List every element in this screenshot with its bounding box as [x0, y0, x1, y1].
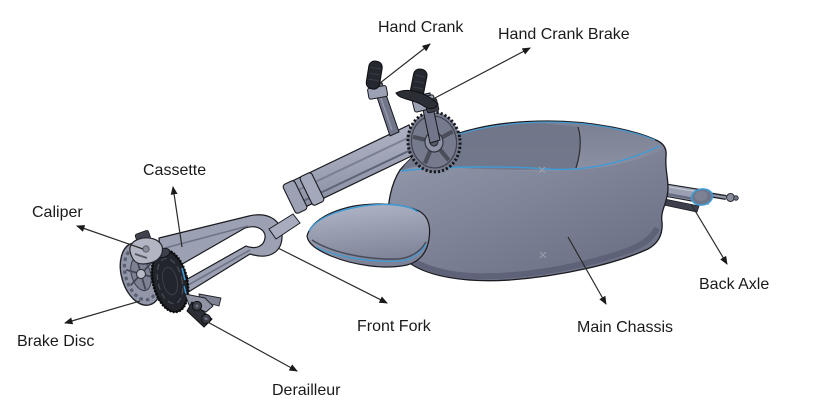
- leader-hand-crank-brake: [432, 47, 531, 100]
- leader-lines: [64, 43, 728, 372]
- label-hand-crank-brake: Hand Crank Brake: [498, 26, 630, 43]
- label-back-axle: Back Axle: [699, 276, 770, 293]
- label-hand-crank: Hand Crank: [378, 19, 464, 36]
- steering-tube: [268, 213, 301, 240]
- derailleur-shape: [184, 293, 222, 328]
- leader-brake-disc: [64, 300, 141, 325]
- label-front-fork: Front Fork: [357, 318, 431, 335]
- label-caliper: Caliper: [32, 204, 83, 221]
- hand-crank-brake-lever: [395, 90, 439, 110]
- leader-front-fork: [277, 247, 388, 304]
- chassis-front-scoop: [306, 203, 431, 268]
- boom-arm: [282, 124, 421, 214]
- leader-hand-crank: [379, 43, 431, 84]
- leader-cassette: [170, 186, 183, 248]
- leader-main-chassis: [567, 236, 607, 305]
- sketch-point-marks: [538, 166, 547, 259]
- label-derailleur: Derailleur: [272, 382, 341, 399]
- label-cassette: Cassette: [143, 162, 207, 179]
- main-chassis-shape: [387, 120, 669, 282]
- front-hub-assembly: [119, 230, 222, 328]
- front-fork-shape: [158, 213, 301, 300]
- boom-clamp-collar: [299, 172, 325, 206]
- leader-derailleur: [192, 313, 298, 372]
- label-brake-disc: Brake Disc: [17, 333, 95, 350]
- boom-clamp-collar: [282, 180, 308, 214]
- hand-crank-shape: [365, 60, 462, 174]
- leader-back-axle: [690, 203, 728, 265]
- label-main-chassis: Main Chassis: [577, 319, 674, 336]
- leader-caliper: [76, 225, 144, 250]
- caliper-shape: [129, 230, 164, 265]
- left-hand-grip: [365, 60, 383, 90]
